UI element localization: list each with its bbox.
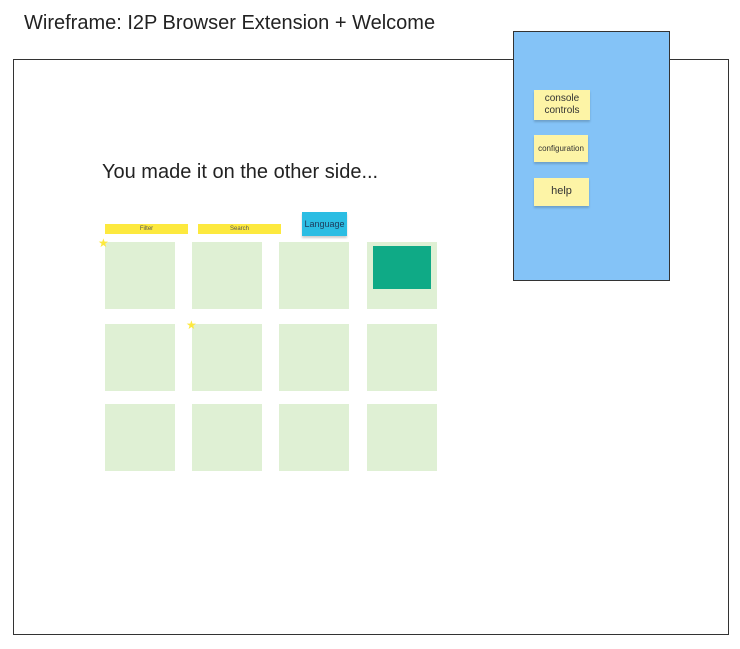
grid-tile[interactable] (105, 404, 175, 471)
configuration-button[interactable]: configuration (534, 135, 588, 162)
page-title: Wireframe: I2P Browser Extension + Welco… (24, 12, 436, 34)
welcome-headline: You made it on the other side... (102, 161, 379, 183)
grid-tile[interactable] (367, 324, 437, 391)
configuration-label: configuration (538, 143, 584, 153)
grid-tile[interactable] (105, 324, 175, 391)
featured-tile-block[interactable] (373, 246, 431, 289)
grid-tile[interactable] (367, 404, 437, 471)
grid-tile[interactable] (192, 404, 262, 471)
grid-tile[interactable] (279, 404, 349, 471)
help-label: help (551, 185, 572, 198)
search-label: Search (229, 226, 249, 232)
grid-tile[interactable] (192, 324, 262, 391)
language-label: Language (304, 219, 345, 229)
star-icon: ★ (98, 236, 109, 250)
star-icon: ★ (186, 318, 197, 332)
grid-tile[interactable] (279, 242, 349, 309)
filter-bar[interactable]: Filter (105, 224, 188, 234)
grid-tile[interactable] (105, 242, 175, 309)
grid-tile[interactable] (192, 242, 262, 309)
grid-tile[interactable] (279, 324, 349, 391)
console-controls-label: console controls (544, 92, 580, 117)
console-controls-button[interactable]: console controls (534, 90, 590, 120)
filter-label: Filter (139, 226, 154, 232)
help-button[interactable]: help (534, 178, 589, 206)
language-button[interactable]: Language (302, 212, 347, 236)
search-bar[interactable]: Search (198, 224, 281, 234)
